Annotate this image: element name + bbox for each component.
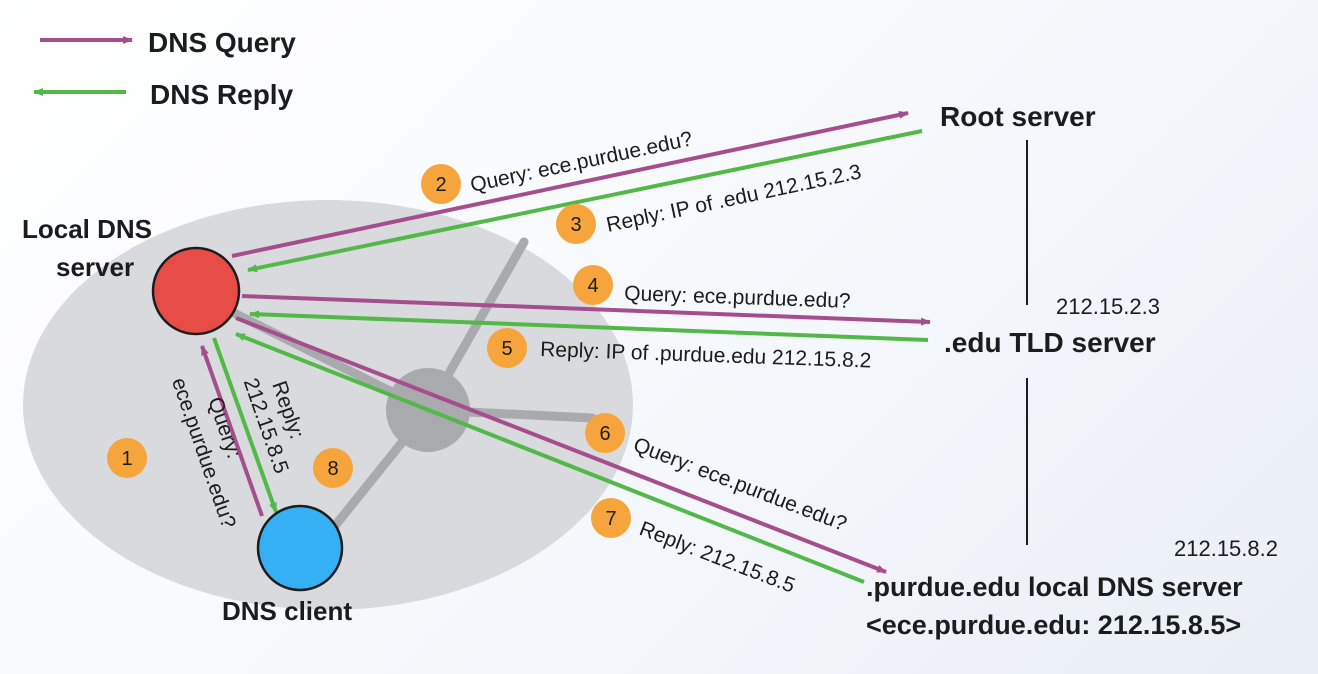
- svg-text:5: 5: [501, 338, 512, 360]
- arrow-step-3-reply: [247, 129, 923, 273]
- local-dns-label-line2: server: [56, 252, 134, 282]
- local-dns-label-line1: Local DNS: [22, 214, 152, 244]
- step-badge-8: 8: [313, 448, 353, 488]
- message-arrows: [200, 110, 931, 584]
- step-badge-2: 2: [421, 164, 461, 204]
- step-badge-1: 1: [107, 438, 147, 478]
- root-server-label: Root server: [940, 101, 1096, 132]
- step-badge-6: 6: [585, 413, 625, 453]
- arrow-step-4-query: [241, 294, 931, 326]
- step-badges: 2 3 4 5 6 7 1 8: [107, 164, 631, 538]
- svg-text:6: 6: [599, 423, 610, 445]
- svg-text:8: 8: [327, 458, 338, 480]
- dns-client-label: DNS client: [222, 596, 352, 626]
- edu-tld-ip-label: 212.15.2.3: [1056, 294, 1160, 319]
- svg-text:7: 7: [605, 508, 616, 530]
- svg-text:2: 2: [435, 174, 446, 196]
- step-badge-5: 5: [487, 328, 527, 368]
- arrow-step-5-reply: [249, 310, 929, 342]
- purdue-local-ip-label: 212.15.8.2: [1174, 536, 1278, 561]
- legend: DNS Query DNS Reply: [33, 27, 296, 110]
- step-badge-4: 4: [573, 265, 613, 305]
- svg-text:3: 3: [570, 214, 581, 236]
- purdue-record-label: <ece.purdue.edu: 212.15.8.5>: [866, 610, 1241, 640]
- arrow-step-2-query: [231, 110, 909, 258]
- arrow-step-6-query: [235, 316, 887, 574]
- arrow-step-8-reply: [212, 337, 278, 513]
- step-badge-3: 3: [556, 204, 596, 244]
- step-4-text: Query: ece.purdue.edu?: [624, 282, 851, 313]
- dns-client-node: [256, 504, 344, 592]
- step-badge-7: 7: [591, 498, 631, 538]
- local-dns-server-node: [151, 246, 241, 336]
- arrow-step-7-reply: [235, 332, 865, 584]
- svg-text:1: 1: [121, 448, 132, 470]
- legend-reply-label: DNS Reply: [150, 79, 294, 110]
- edu-tld-server-label: .edu TLD server: [944, 327, 1156, 358]
- step-8-text: Reply: 212.15.8.5: [239, 367, 318, 477]
- svg-text:4: 4: [587, 275, 598, 297]
- legend-query-label: DNS Query: [148, 27, 296, 58]
- local-dns-server-label: Local DNS server: [22, 214, 159, 282]
- arrow-step-1-query: [200, 345, 264, 517]
- purdue-local-dns-label: .purdue.edu local DNS server: [866, 572, 1243, 602]
